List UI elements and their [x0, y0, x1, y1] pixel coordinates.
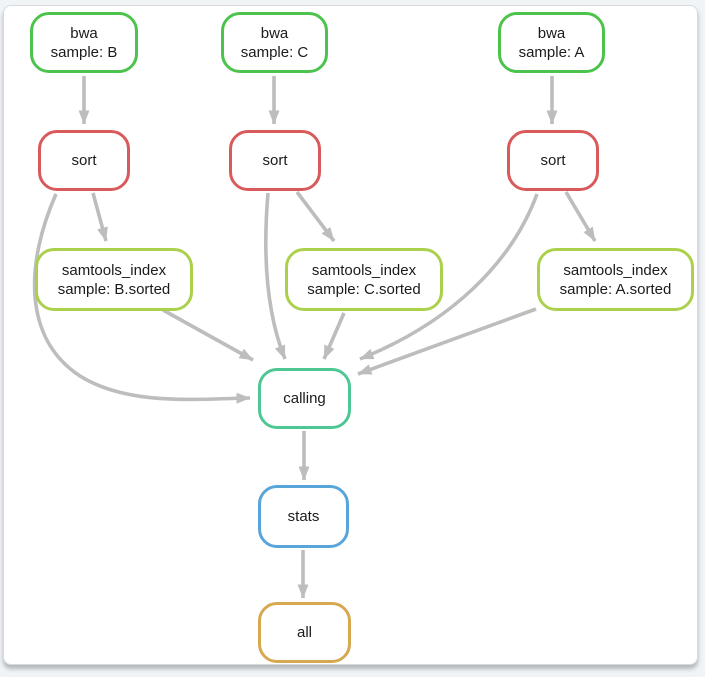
- node-label: bwa: [260, 24, 289, 42]
- node-label: bwa: [70, 24, 98, 42]
- node-label: sample: C.sorted: [307, 280, 421, 298]
- node-sort-a: sort: [507, 130, 599, 191]
- node-samtools-index-c: samtools_index sample: C.sorted: [285, 248, 443, 311]
- node-label: sample: A: [518, 43, 585, 61]
- edge-sortB-samtoolsindexB: [91, 192, 108, 242]
- node-sort-c: sort: [229, 130, 321, 191]
- node-label: samtools_index: [563, 261, 668, 279]
- node-label: sort: [262, 152, 288, 169]
- node-bwa-sample-b: bwa sample: B: [30, 12, 138, 73]
- node-samtools-index-b: samtools_index sample: B.sorted: [35, 248, 193, 311]
- node-stats: stats: [258, 485, 349, 548]
- node-label: all: [296, 624, 312, 641]
- node-label: calling: [283, 390, 326, 407]
- node-label: sample: A.sorted: [559, 280, 672, 298]
- edge-sortA-samtoolsindexA: [564, 191, 597, 242]
- node-label: stats: [287, 508, 320, 525]
- node-label: sample: B: [50, 43, 118, 61]
- edge-sortC-calling: [264, 192, 287, 360]
- node-bwa-sample-c: bwa sample: C: [221, 12, 328, 73]
- diagram-card: [3, 5, 698, 665]
- node-samtools-index-a: samtools_index sample: A.sorted: [537, 248, 694, 311]
- node-label: bwa: [537, 24, 566, 42]
- node-label: samtools_index: [61, 261, 167, 279]
- node-label: sample: C: [240, 43, 309, 61]
- edge-samtoolsindexC-calling: [322, 312, 346, 360]
- node-calling: calling: [258, 368, 351, 429]
- node-sort-b: sort: [38, 130, 130, 191]
- node-all: all: [258, 602, 351, 663]
- node-label: sort: [71, 152, 97, 169]
- node-label: sample: B.sorted: [57, 280, 171, 298]
- edge-sortC-samtoolsindexC: [295, 190, 336, 243]
- node-label: samtools_index: [311, 261, 417, 279]
- edge-samtoolsindexA-calling: [357, 307, 537, 376]
- edge-samtoolsindexB-calling: [162, 308, 254, 362]
- node-label: sort: [540, 152, 566, 169]
- edge-sortA-calling: [359, 193, 539, 361]
- node-bwa-sample-a: bwa sample: A: [498, 12, 605, 73]
